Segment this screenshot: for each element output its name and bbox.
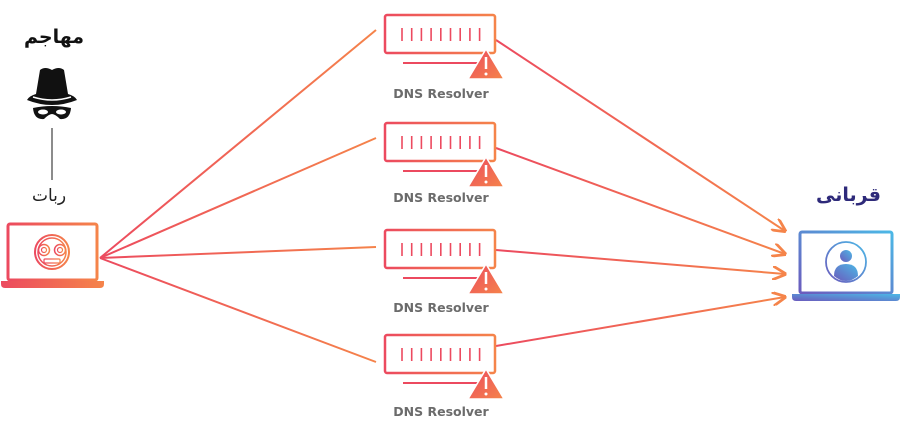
link-resolver-2-victim: [495, 147, 785, 254]
victim-label: قربانی: [816, 184, 881, 206]
resolver-label-2: DNS Resolver: [393, 190, 489, 205]
resolver-label-1: DNS Resolver: [393, 86, 489, 101]
link-resolver-3-victim: [495, 249, 785, 274]
link-resolver-4-victim: [495, 297, 785, 347]
resolver-group: [383, 13, 506, 400]
link-bot-resolver-1: [99, 29, 377, 259]
server-warning-icon: [383, 13, 506, 80]
resolver-label-3: DNS Resolver: [393, 300, 489, 315]
user-laptop-icon: [792, 230, 900, 301]
link-resolver-1-victim: [495, 39, 785, 231]
resolver-to-victim-links: [495, 39, 785, 347]
robot-laptop-icon: [1, 222, 104, 288]
bot-label: ربات: [32, 186, 67, 206]
spy-hat-mask-icon: [27, 68, 77, 120]
attacker-label: مهاجم: [24, 26, 85, 48]
server-warning-icon: [383, 121, 506, 188]
server-warning-icon: [383, 228, 506, 295]
resolver-label-4: DNS Resolver: [393, 404, 489, 419]
bot-to-resolver-links: [99, 29, 377, 363]
link-bot-resolver-4: [99, 257, 377, 363]
link-bot-resolver-3: [99, 246, 377, 259]
server-warning-icon: [383, 333, 506, 400]
link-bot-resolver-2: [99, 137, 377, 259]
